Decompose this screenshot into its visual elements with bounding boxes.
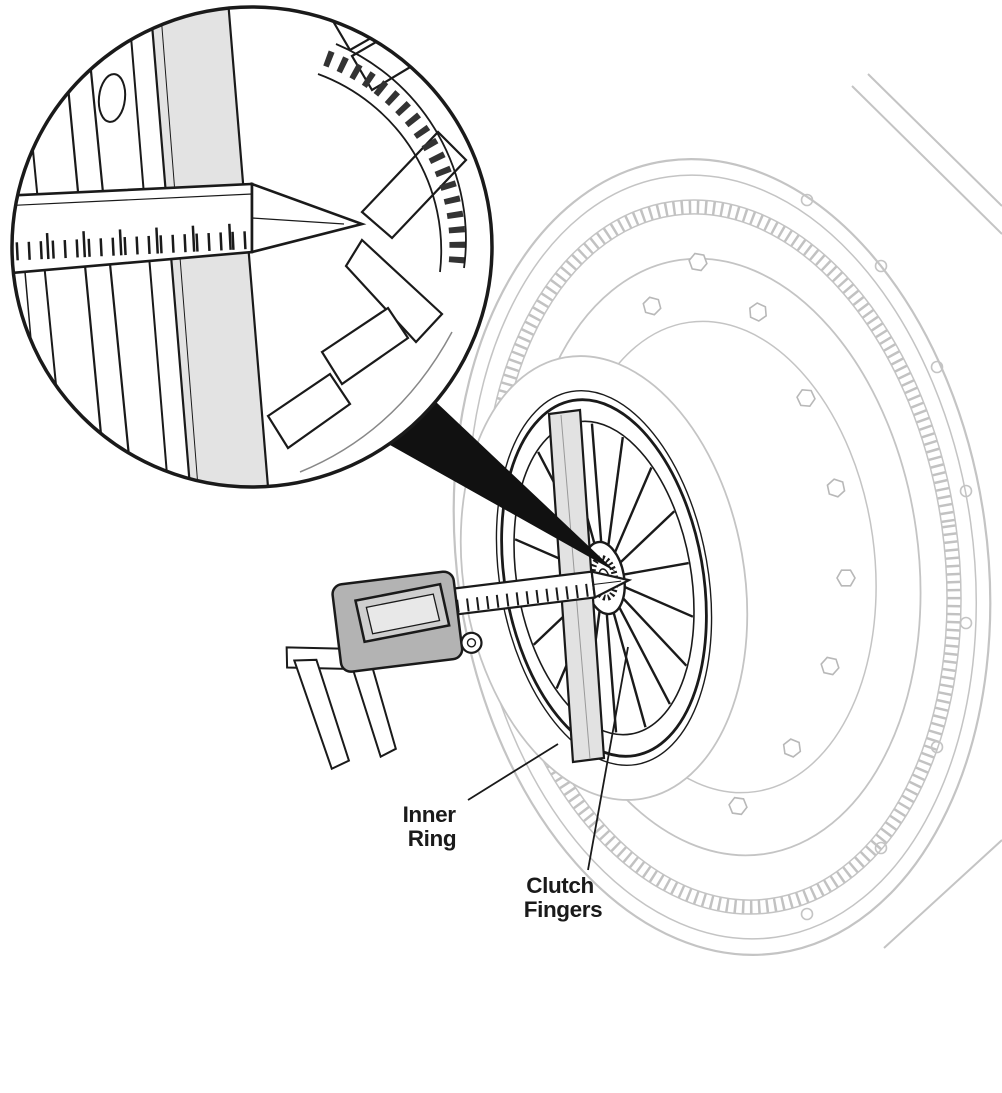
label-inner-ring: Inner Ring: [403, 802, 462, 851]
leader-line-clutch-fingers: [587, 646, 629, 871]
engine-block-edges: [851, 73, 1002, 949]
caliper-ruler-ticks: [446, 583, 589, 614]
rim-holes: [800, 193, 973, 921]
zoom-hub-arc: [299, 331, 453, 473]
leader-line-inner-ring: [467, 743, 559, 801]
zoom-caliper-jaw: [12, 182, 367, 276]
zoom-ruler-ticks: [12, 231, 251, 261]
flywheel-assembly: [452, 73, 1002, 956]
caliper-jaws: [285, 646, 398, 771]
caliper: [285, 570, 633, 771]
zoom-rivet-hole: [97, 73, 127, 123]
zoom-gear-teeth: [317, 43, 467, 273]
magnifier-outline: [10, 5, 494, 489]
caliper-body: [331, 570, 483, 673]
label-clutch-fingers: Clutch Fingers: [524, 873, 602, 922]
magnifier-inset: [10, 5, 494, 489]
callout-pointer-triangle: [390, 402, 616, 572]
caliper-jaw-right: [349, 662, 398, 759]
caliper-jaw-left: [292, 658, 351, 771]
